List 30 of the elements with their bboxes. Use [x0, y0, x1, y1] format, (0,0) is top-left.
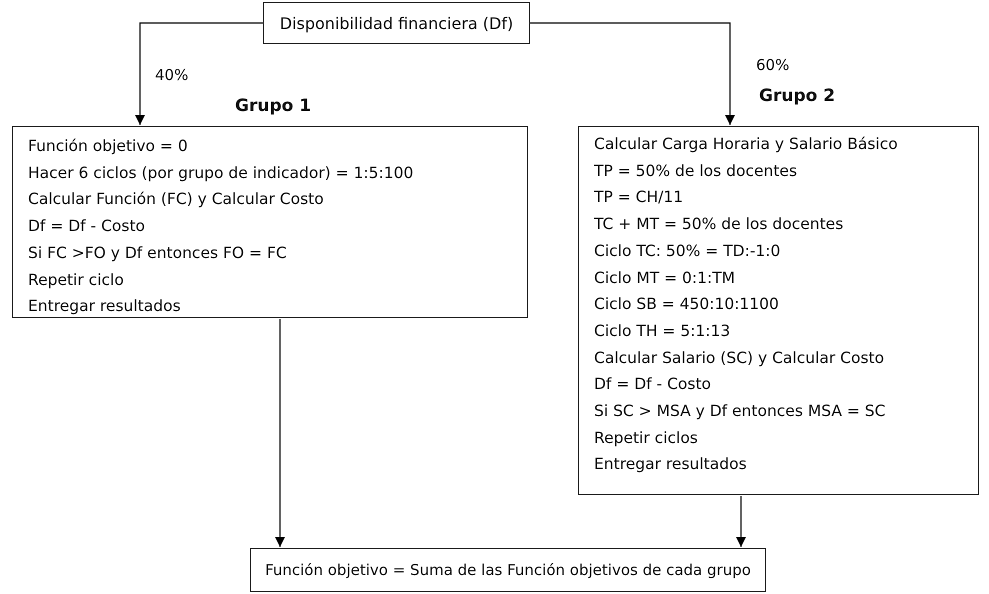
process-box — [250, 548, 766, 592]
step-text: TP = CH/11 — [594, 187, 684, 208]
group-heading: Grupo 1 — [235, 96, 312, 116]
step-text: Repetir ciclo — [28, 270, 124, 290]
step-text: Si SC > MSA y Df entonces MSA = SC — [594, 401, 886, 422]
step-text: Hacer 6 ciclos (por grupo de indicador) = 1:5:100 — [28, 162, 414, 184]
group-heading: Grupo 2 — [759, 86, 836, 106]
step-text: Calcular Salario (SC) y Calcular Costo — [594, 348, 884, 369]
step-text: Repetir ciclos — [594, 428, 698, 449]
step-text: Entregar resultados — [28, 296, 181, 318]
step-text: Si FC >FO y Df entonces FO = FC — [28, 242, 287, 264]
arrow — [736, 496, 746, 547]
step-text: Df = Df - Costo — [594, 374, 712, 396]
step-text: Df = Df - Costo — [28, 216, 146, 238]
step-text: Ciclo SB = 450:10:1100 — [594, 294, 779, 316]
step-text: Entregar resultados — [594, 454, 747, 476]
arrow — [530, 22, 735, 125]
arrow — [275, 319, 285, 547]
arrow — [135, 22, 263, 125]
step-text: Función objetivo = 0 — [28, 136, 188, 157]
step-text: Calcular Función (FC) y Calcular Costo — [28, 189, 324, 210]
step-text: TP = 50% de los docentes — [594, 160, 798, 182]
step-text: Calcular Carga Horaria y Salario Básico — [594, 134, 898, 155]
step-text: Ciclo TH = 5:1:13 — [594, 320, 730, 342]
box-text: Función objetivo = Suma de las Función objetivos de cada grupo — [265, 561, 751, 579]
box-text: Disponibilidad financiera (Df) — [280, 14, 514, 32]
step-text: Ciclo TC: 50% = TD:-1:0 — [594, 240, 780, 262]
step-text: Ciclo MT = 0:1:TM — [594, 268, 736, 288]
process-box — [263, 2, 530, 44]
step-text: TC + MT = 50% de los docentes — [594, 214, 844, 236]
